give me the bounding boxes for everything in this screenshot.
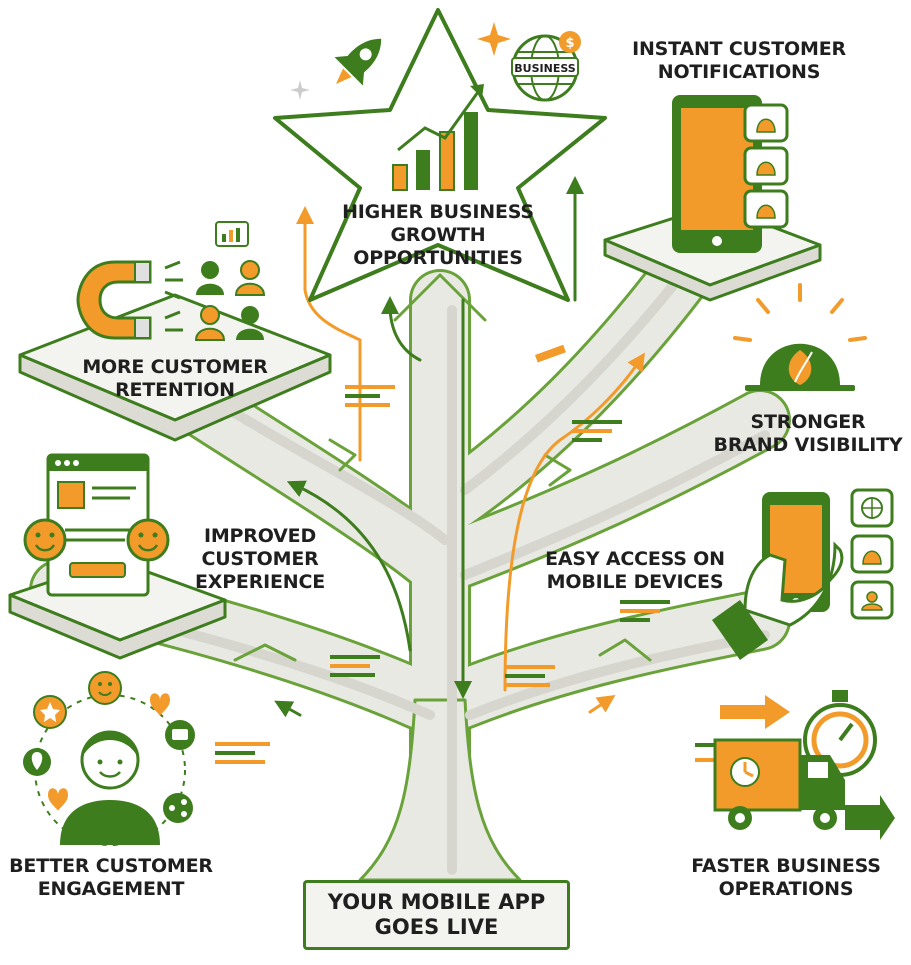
- operations-label: FASTER BUSINESS OPERATIONS: [680, 855, 892, 901]
- visibility-label: STRONGER BRAND VISIBILITY: [710, 411, 906, 457]
- growth-label-line1: HIGHER BUSINESS: [342, 201, 534, 223]
- experience-label-line1: IMPROVED: [203, 525, 317, 547]
- access-label-line1: EASY ACCESS ON: [545, 548, 725, 570]
- person-social-icon: [23, 671, 195, 846]
- growth-label-line3: OPPORTUNITIES: [353, 247, 523, 269]
- experience-label-line3: EXPERIENCE: [194, 571, 326, 593]
- rocket-icon: [334, 38, 382, 86]
- experience-label-line2: CUSTOMER: [201, 548, 319, 570]
- access-label-line2: MOBILE DEVICES: [546, 571, 724, 593]
- engagement-label: BETTER CUSTOMER ENGAGEMENT: [5, 855, 217, 901]
- sparkle-icon: [290, 22, 511, 100]
- operations-label-line2: OPERATIONS: [718, 878, 854, 900]
- growth-label-line2: GROWTH: [390, 224, 486, 246]
- business-globe-icon: BUSINESS $: [511, 31, 581, 102]
- app-launch-line1: YOUR MOBILE APP: [327, 890, 546, 914]
- retention-label: MORE CUSTOMER RETENTION: [75, 356, 275, 402]
- engagement-label-line1: BETTER CUSTOMER: [9, 855, 213, 877]
- operations-label-line1: FASTER BUSINESS: [691, 855, 881, 877]
- notifications-label-line2: NOTIFICATIONS: [657, 61, 821, 83]
- star-growth-chart-icon: [273, 8, 607, 302]
- truck-stopwatch-icon: [695, 690, 895, 840]
- growth-label: HIGHER BUSINESS GROWTH OPPORTUNITIES: [338, 201, 538, 270]
- retention-label-line1: MORE CUSTOMER: [82, 356, 268, 378]
- visibility-label-line1: STRONGER: [750, 411, 866, 433]
- access-label: EASY ACCESS ON MOBILE DEVICES: [535, 548, 735, 594]
- smiley-screen-icon: [23, 453, 170, 597]
- retention-label-line2: RETENTION: [115, 379, 235, 401]
- globe-label: BUSINESS: [514, 62, 575, 75]
- hand-phone-icon: [712, 488, 894, 660]
- engagement-label-line2: ENGAGEMENT: [37, 878, 185, 900]
- app-launch-line2: GOES LIVE: [374, 915, 499, 939]
- notifications-label-line1: INSTANT CUSTOMER: [632, 38, 846, 60]
- app-launch-box: YOUR MOBILE APP GOES LIVE: [303, 880, 570, 950]
- branch-tags: [215, 344, 670, 764]
- currency-symbol: $: [565, 36, 574, 51]
- magnet-people-icon: [76, 221, 266, 341]
- experience-label: IMPROVED CUSTOMER EXPERIENCE: [185, 525, 335, 594]
- phone-bell-icon: [672, 95, 789, 253]
- notifications-label: INSTANT CUSTOMER NOTIFICATIONS: [628, 38, 850, 84]
- visibility-label-line2: BRAND VISIBILITY: [713, 434, 903, 456]
- flow-arrows: [274, 176, 645, 718]
- sun-leaf-icon: [733, 283, 867, 391]
